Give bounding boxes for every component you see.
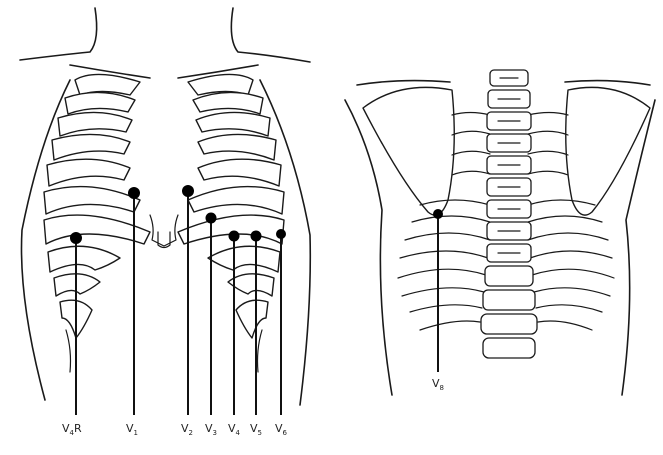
label-v3-sub: 3: [213, 429, 217, 437]
label-v1: V1: [126, 422, 138, 437]
label-v6-main: V: [275, 422, 283, 435]
scapula-left: [566, 87, 650, 215]
label-v1-sub: 1: [134, 429, 138, 437]
label-v5-main: V: [250, 422, 258, 435]
front-ribcage-left: [178, 74, 284, 372]
electrode-v5: [251, 231, 262, 242]
sternum: [150, 215, 178, 248]
label-v6-sub: 6: [283, 429, 287, 437]
electrode-v6: [276, 229, 286, 239]
electrode-v8: [433, 209, 443, 219]
label-v8-sub: 8: [440, 384, 444, 392]
label-v2: V2: [181, 422, 193, 437]
label-v8: V8: [432, 377, 444, 392]
electrode-v1: [128, 187, 140, 199]
label-v4-sub: 4: [236, 429, 240, 437]
scapula-right: [363, 87, 454, 215]
electrode-v4r: [70, 232, 82, 244]
label-v6: V6: [275, 422, 287, 437]
label-v4: V4: [228, 422, 240, 437]
label-v1-main: V: [126, 422, 134, 435]
label-v8-main: V: [432, 377, 440, 390]
spine: [481, 70, 537, 358]
label-v2-main: V: [181, 422, 189, 435]
label-v4r-suffix: R: [74, 422, 82, 435]
electrode-v2: [182, 185, 194, 197]
label-v4r: V4R: [62, 422, 82, 437]
label-v3-main: V: [205, 422, 213, 435]
electrode-v4: [229, 231, 240, 242]
electrode-v3: [206, 213, 217, 224]
label-v4-main: V: [228, 422, 236, 435]
label-v3: V3: [205, 422, 217, 437]
label-v4r-main: V: [62, 422, 70, 435]
label-v5: V5: [250, 422, 262, 437]
label-v5-sub: 5: [258, 429, 262, 437]
label-v2-sub: 2: [189, 429, 193, 437]
